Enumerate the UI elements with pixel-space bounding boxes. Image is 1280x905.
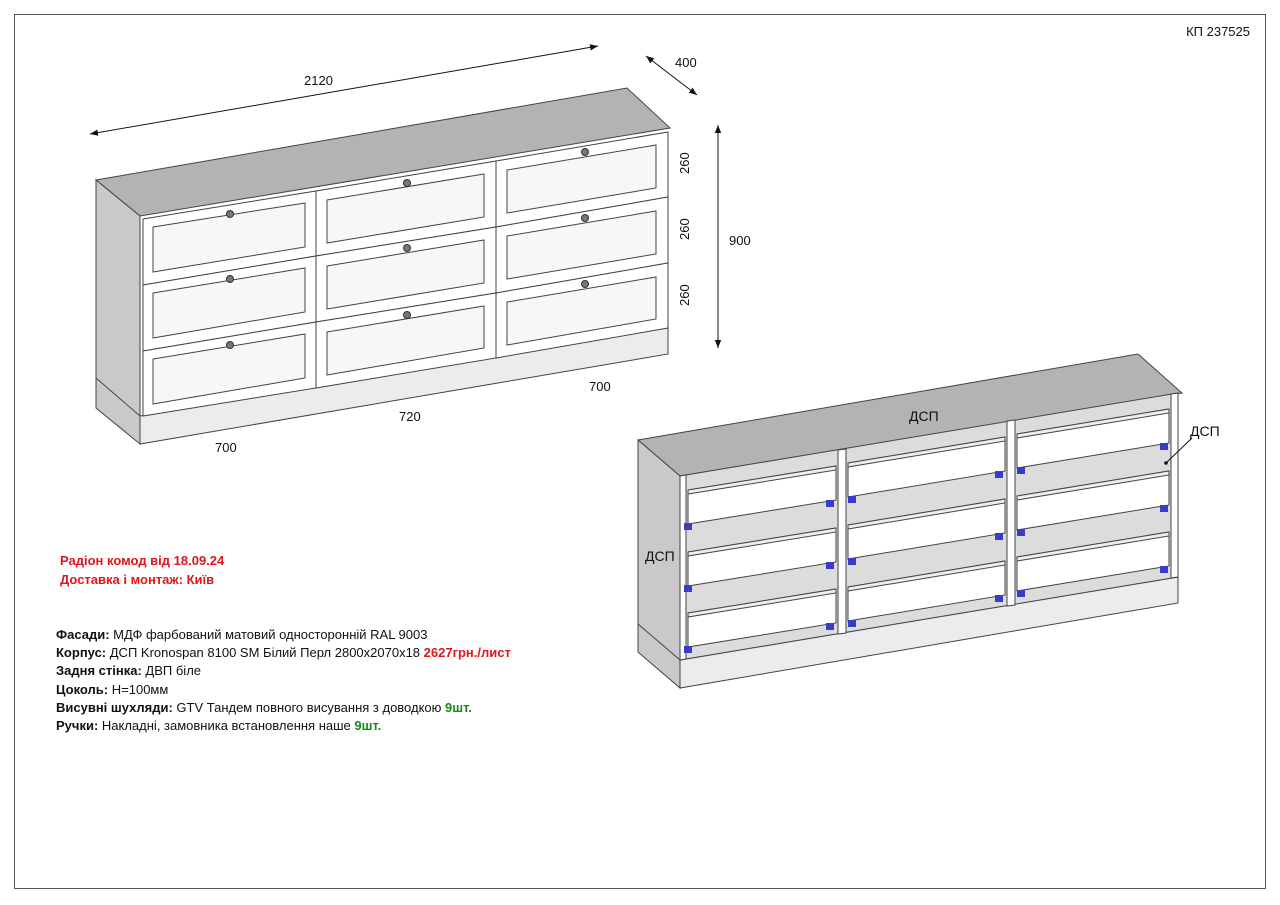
spec-handles-count: 9шт. (354, 718, 382, 734)
front-view-drawers (142, 131, 669, 417)
order-title: Радіон комод від 18.09.24 (60, 553, 225, 568)
carcass-drawer-runners (684, 443, 1168, 653)
spec-row-back-panel: Задня стінка: ДВП біле (56, 663, 202, 679)
front-view-left-side (95, 178, 141, 446)
spec-row-facades: Фасади: МДФ фарбований матовий односторо… (56, 627, 428, 642)
front-view: 2120 400 900 260 260 260 700 720 700 (89, 44, 751, 455)
dim-column-width-3: 700 (589, 379, 611, 394)
carcass-side-label: ДСП (645, 548, 675, 564)
carcass-view: ДСП ДСП ДСП (636, 353, 1220, 690)
dim-depth-label: 400 (675, 55, 697, 70)
carcass-top-label: ДСП (909, 408, 939, 424)
carcass-partitions (679, 392, 1179, 661)
carcass-drawer-boxes (687, 408, 1170, 648)
spec-row-plinth: Цоколь: H=100мм (56, 681, 169, 697)
spec-row-carcass: Корпус: ДСП Kronospan 8100 SM Білий Перл… (56, 645, 511, 661)
spec-row-drawers: Висувні шухляди: GTV Тандем повного вису… (56, 699, 472, 715)
order-info: Радіон комод від 18.09.24 Доставка і мон… (60, 551, 224, 589)
specifications-list: Фасади: МДФ фарбований матовий односторо… (56, 626, 511, 735)
dim-height-label: 900 (729, 233, 751, 248)
spec-row-handles: Ручки: Накладні, замовника встановлення … (56, 718, 382, 734)
carcass-right-label: ДСП (1190, 423, 1220, 439)
dim-drawer-height-3: 260 (677, 284, 692, 306)
spec-drawers-count: 9шт. (445, 699, 472, 715)
dim-column-width-1: 700 (215, 440, 237, 455)
dim-drawer-height-1: 260 (677, 152, 692, 174)
dim-drawer-height-2: 260 (677, 218, 692, 240)
carcass-left-side (637, 438, 681, 690)
dim-column-width-2: 720 (399, 409, 421, 424)
document-code: КП 237525 (1186, 24, 1250, 39)
front-view-handles (226, 148, 589, 349)
drawing-sheet-border (14, 14, 1266, 889)
spec-carcass-price: 2627грн./лист (423, 645, 511, 661)
order-delivery: Доставка і монтаж: Київ (60, 572, 215, 587)
dim-width-label: 2120 (304, 73, 333, 88)
